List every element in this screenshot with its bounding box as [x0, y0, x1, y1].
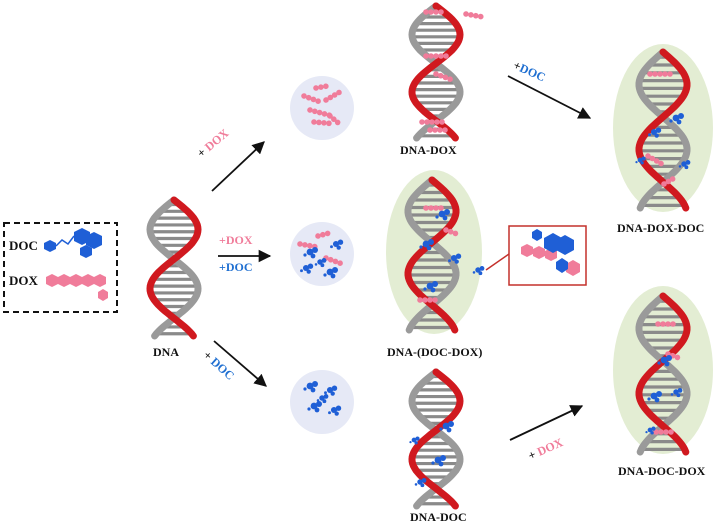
dox-molecule	[423, 205, 444, 211]
doc-molecule	[303, 381, 318, 393]
doc-molecule	[423, 281, 438, 293]
arrow-to-inset	[485, 253, 510, 271]
red-strand	[408, 368, 464, 510]
label-dna-doc-dox: DNA-(DOC-DOX)	[387, 345, 483, 359]
dox-molecule	[315, 230, 331, 239]
dna-helix	[146, 196, 202, 340]
dox-molecule	[655, 321, 676, 327]
dox-molecule	[427, 127, 448, 133]
doc-legend-icon	[44, 228, 102, 258]
dox-legend-label: DOX	[9, 273, 38, 288]
dox-molecule	[653, 429, 674, 435]
doc-molecule	[647, 391, 662, 403]
doc-molecule	[300, 263, 314, 274]
doc-molecule	[635, 156, 646, 165]
label-dna-dox-doc: DNA-DOX-DOC	[617, 221, 705, 235]
dox-legend-icon	[46, 274, 108, 301]
dox-molecule	[423, 53, 449, 59]
gray-strand	[146, 196, 202, 340]
arrow-dox-to-dox-doc	[507, 75, 592, 119]
dox-molecule	[443, 227, 459, 237]
doc-molecule	[472, 266, 485, 276]
label-dna-dox: DNA-DOX	[400, 143, 457, 157]
doc-molecule	[435, 209, 450, 221]
doc-legend-label: DOC	[9, 238, 38, 253]
arrow-to-doc	[213, 340, 267, 387]
doc-molecule	[414, 478, 427, 488]
doc-molecule	[316, 394, 329, 404]
dox-molecule	[423, 9, 444, 15]
dox-molecule	[327, 113, 341, 126]
doc-dox-molecule-circle	[290, 222, 354, 286]
doc-molecule	[439, 421, 454, 433]
doc-molecule	[670, 388, 683, 398]
gray-strand	[408, 368, 464, 510]
doc-molecule	[328, 405, 342, 416]
dox-molecule	[463, 11, 484, 20]
doc-molecule	[303, 247, 318, 259]
dox-molecule	[661, 176, 676, 187]
dox-molecule	[323, 255, 343, 266]
red-strand	[635, 292, 691, 456]
doc-molecule	[448, 253, 462, 264]
doc-molecule	[645, 426, 656, 435]
doc-molecule	[431, 455, 446, 467]
dox-molecule	[645, 153, 664, 167]
dox-molecule	[419, 119, 445, 125]
doc-molecule	[678, 160, 691, 170]
dna-doc-dox-helix	[404, 176, 460, 334]
doc-molecule	[323, 267, 338, 279]
dna-doc-dox-final-helix	[635, 292, 691, 456]
gray-strand	[408, 2, 464, 142]
doc-molecule	[648, 127, 662, 138]
red-strand	[146, 196, 202, 340]
dox-molecule	[433, 71, 453, 82]
dox-molecule	[311, 119, 332, 127]
dox-molecule	[301, 93, 321, 104]
dox-molecule	[323, 89, 342, 103]
label-dna: DNA	[153, 345, 179, 359]
doc-molecule	[409, 436, 420, 445]
dna-doc-helix	[408, 368, 464, 510]
dox-molecule	[417, 297, 438, 303]
doc-molecule-circle	[290, 370, 354, 434]
arrow-doc-to-doc-dox	[509, 405, 584, 441]
red-strand	[408, 2, 464, 142]
doc-molecule	[330, 239, 344, 250]
doc-molecule	[669, 113, 684, 125]
arrow-label-plus-dox: +DOX	[219, 233, 253, 247]
doc-molecule	[307, 401, 322, 413]
doc-molecule	[657, 355, 672, 367]
label-dna-doc: DNA-DOC	[410, 510, 467, 524]
dox-molecule	[313, 83, 329, 91]
doc-molecule	[419, 239, 434, 251]
dox-molecule	[647, 71, 673, 77]
arrow-to-dox	[211, 141, 265, 192]
inset-complex-icon	[521, 229, 580, 276]
label-dna-doc-dox-final: DNA-DOC-DOX	[618, 464, 706, 478]
doc-molecule	[314, 258, 327, 268]
doc-molecule	[324, 385, 338, 396]
arrow-label-plus-doc: +DOC	[219, 260, 253, 274]
red-strand	[404, 176, 460, 334]
